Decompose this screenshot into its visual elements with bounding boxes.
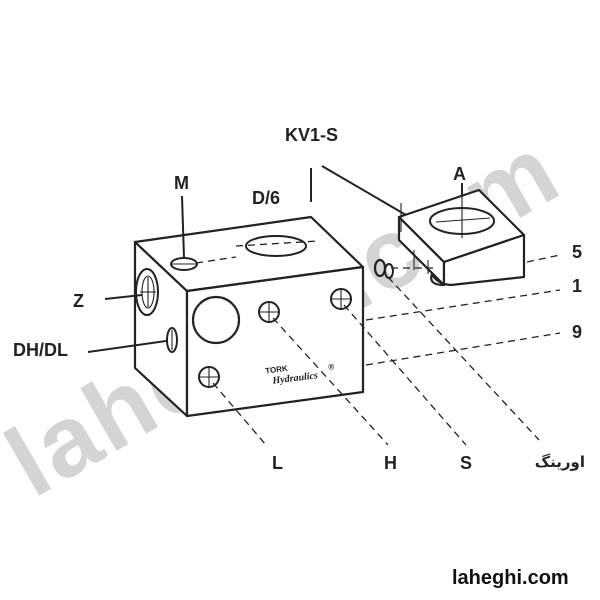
brand-mark: ® — [328, 362, 335, 372]
label-d6: D/6 — [252, 188, 280, 208]
label-9: 9 — [572, 322, 582, 342]
port-dhdl — [166, 327, 178, 353]
port-z — [135, 268, 159, 316]
label-dhdl: DH/DL — [13, 340, 68, 360]
port-d6 — [235, 235, 319, 257]
port-l — [198, 366, 220, 388]
label-kv1s: KV1-S — [285, 125, 338, 145]
port-large-front — [191, 295, 241, 345]
label-h: H — [384, 453, 397, 473]
label-a: A — [453, 164, 466, 184]
label-5: 5 — [572, 242, 582, 262]
label-s: S — [460, 453, 472, 473]
site-label: laheghi.com — [452, 567, 569, 589]
label-oring: اورینگ — [535, 453, 585, 471]
port-s — [330, 288, 352, 310]
label-l: L — [272, 453, 283, 473]
brand-line1: TORK — [265, 364, 289, 376]
label-z: Z — [73, 291, 84, 311]
manifold-block — [133, 215, 365, 418]
label-1: 1 — [572, 276, 582, 296]
port-h — [258, 301, 280, 323]
label-m: M — [174, 173, 189, 193]
valve-front-face — [430, 233, 526, 287]
